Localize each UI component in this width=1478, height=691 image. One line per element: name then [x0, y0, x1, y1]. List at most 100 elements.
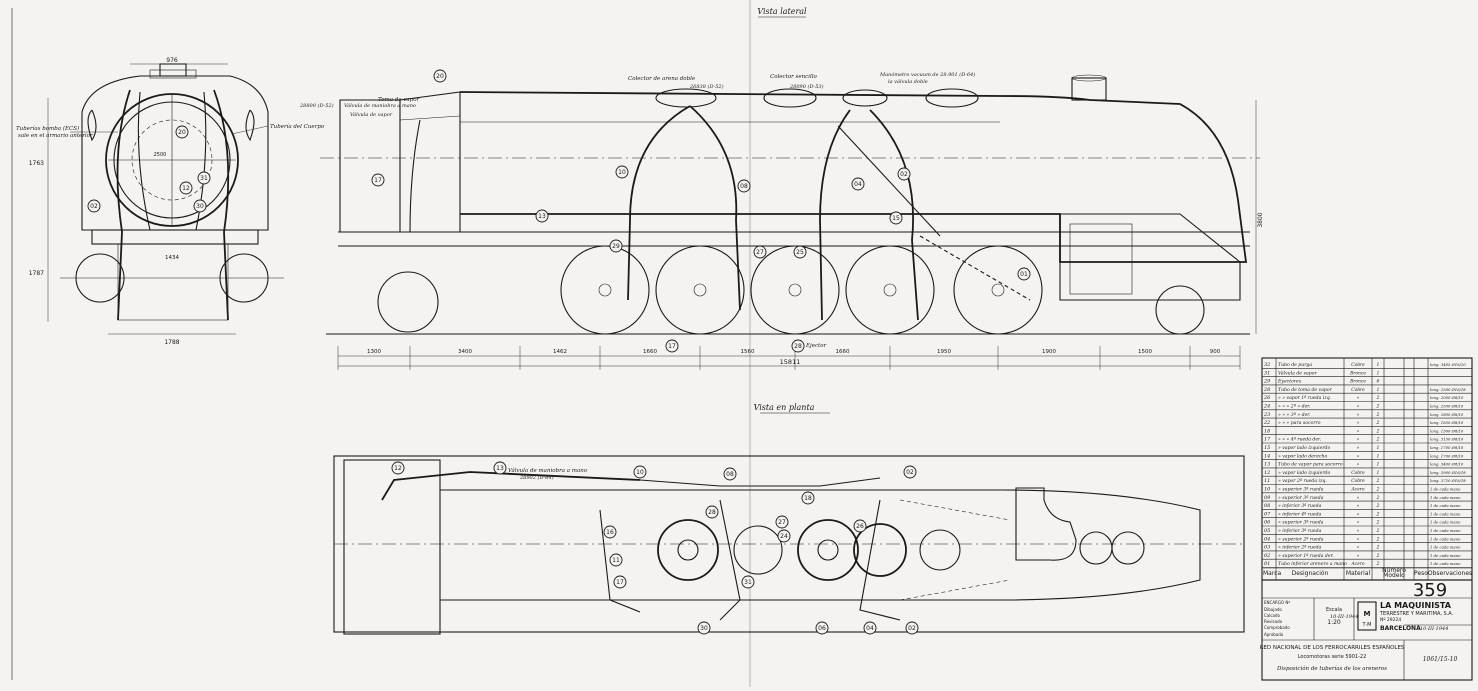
table-cell: 09 — [1264, 495, 1271, 501]
table-cell: 13 — [1264, 462, 1270, 468]
side-dim-value: 1660 — [643, 349, 657, 355]
callout-bubble: 12 — [391, 461, 405, 475]
callout-number: 02 — [90, 203, 98, 210]
table-cell: long. 3720 Ø16/18 — [1430, 478, 1466, 483]
table-cell: 2 — [1376, 478, 1380, 484]
table-cell: long. 3150 Ø8/10 — [1430, 437, 1464, 442]
table-cell: 03 — [1264, 545, 1270, 551]
tb-escala-label: Escala — [1326, 607, 1342, 613]
callout-number: 18 — [804, 495, 812, 502]
table-cell: 15 — [1264, 445, 1270, 451]
table-cell: » — [1357, 546, 1360, 551]
table-cell: » vapor lado izquierdo — [1278, 470, 1330, 476]
callout-number: 30 — [196, 203, 204, 210]
callout-bubble: 30 — [193, 199, 207, 213]
callout-number: 06 — [818, 625, 826, 632]
table-cell: 1 — [1377, 387, 1380, 393]
side-dim-value: 1950 — [937, 349, 951, 355]
label-valvula-doble: la válvula doble — [888, 78, 928, 85]
table-cell: 12 — [1264, 470, 1270, 476]
tb-company-3: Nº 29224 — [1380, 617, 1401, 623]
callout-bubble: 10 — [615, 165, 629, 179]
callout-bubble: 24 — [777, 529, 791, 543]
header-designacion: Designación — [1292, 570, 1329, 577]
table-cell: 24 — [1263, 404, 1270, 410]
table-cell: 2 — [1376, 511, 1380, 517]
table-cell: » vapor 2ª rueda izq. — [1278, 478, 1327, 484]
table-cell: Cobre — [1351, 388, 1365, 393]
table-cell: long. 1300 Ø8/10 — [1430, 428, 1464, 433]
svg-text:3800: 3800 — [1257, 212, 1264, 227]
table-cell: 2 — [1376, 528, 1380, 534]
tb-aprobado: Aprobado — [1264, 632, 1284, 637]
side-dim-value: 1660 — [836, 349, 850, 355]
table-cell: » — [1357, 438, 1360, 443]
tb-encargo: ENCARGO Nº — [1264, 600, 1290, 605]
header-numero: Número — [1382, 567, 1406, 574]
table-cell: Eyectores — [1277, 379, 1302, 385]
table-cell: » — [1357, 446, 1360, 451]
label-valvula-maniobra: Válvula de maniobra a mano — [344, 102, 416, 109]
table-cell: Tubo de vapor para socorro — [1278, 462, 1343, 468]
table-cell: 1 de cada mano — [1430, 536, 1461, 541]
callout-bubble: 12 — [179, 181, 193, 195]
table-cell: » superior 3ª rueda — [1278, 487, 1324, 493]
table-cell: » — [1357, 521, 1360, 526]
front-note-2: sale en el armario anterior — [18, 133, 93, 139]
callout-number: 24 — [780, 533, 788, 540]
table-cell: 1 de cada mano — [1430, 511, 1461, 516]
callout-number: 17 — [374, 177, 382, 184]
callout-number: 10 — [618, 169, 626, 176]
callout-bubble: 31 — [741, 575, 755, 589]
side-dim-value: 1500 — [1138, 349, 1152, 355]
table-cell: long. 3900 Ø16/18 — [1430, 470, 1466, 475]
table-cell: » — [1357, 529, 1360, 534]
callout-bubble: 27 — [753, 245, 767, 259]
callout-number: 28 — [794, 343, 802, 350]
callout-number: 12 — [394, 465, 402, 472]
table-cell: 2 — [1376, 395, 1380, 401]
callout-number: 27 — [756, 249, 764, 256]
drawing-number: 359 — [1413, 580, 1447, 601]
front-dim-top: 976 — [166, 57, 178, 64]
callout-bubble: 06 — [815, 621, 829, 635]
table-cell: Acero — [1351, 488, 1365, 493]
callout-bubble: 08 — [723, 467, 737, 481]
plan-view-title: Vista en planta — [754, 403, 815, 412]
table-cell: 2 — [1376, 520, 1380, 526]
table-cell: » — [1357, 454, 1360, 459]
table-cell: 06 — [1264, 520, 1271, 526]
callout-bubble: 30 — [697, 621, 711, 635]
callout-bubble: 11 — [609, 553, 623, 567]
table-cell: 2 — [1376, 428, 1380, 434]
tb-company-1: LA MAQUINISTA — [1380, 601, 1452, 610]
table-cell: 2 — [1376, 561, 1380, 567]
table-cell: » superior 1ª rueda der. — [1278, 553, 1334, 559]
header-peso: Peso — [1414, 570, 1428, 577]
tb-company-4: BARCELONA — [1380, 625, 1421, 632]
table-cell: long. 3400 Ø8/10 — [1430, 462, 1464, 467]
table-cell: 23 — [1263, 412, 1270, 418]
table-cell: 1 — [1377, 453, 1380, 459]
table-cell: 2 — [1376, 503, 1380, 509]
front-dim-width: 1788 — [164, 339, 179, 346]
table-cell: 2 — [1376, 437, 1380, 443]
table-cell: » » » 2ª » der. — [1278, 404, 1311, 410]
callout-number: 12 — [182, 185, 190, 192]
table-cell: » vapor lado izquierdo — [1278, 445, 1330, 451]
callout-bubble: 01 — [1017, 267, 1031, 281]
table-cell: » — [1357, 429, 1360, 434]
callout-number: 02 — [900, 171, 908, 178]
callout-number: 02 — [906, 469, 914, 476]
table-cell: 31 — [1264, 370, 1270, 376]
